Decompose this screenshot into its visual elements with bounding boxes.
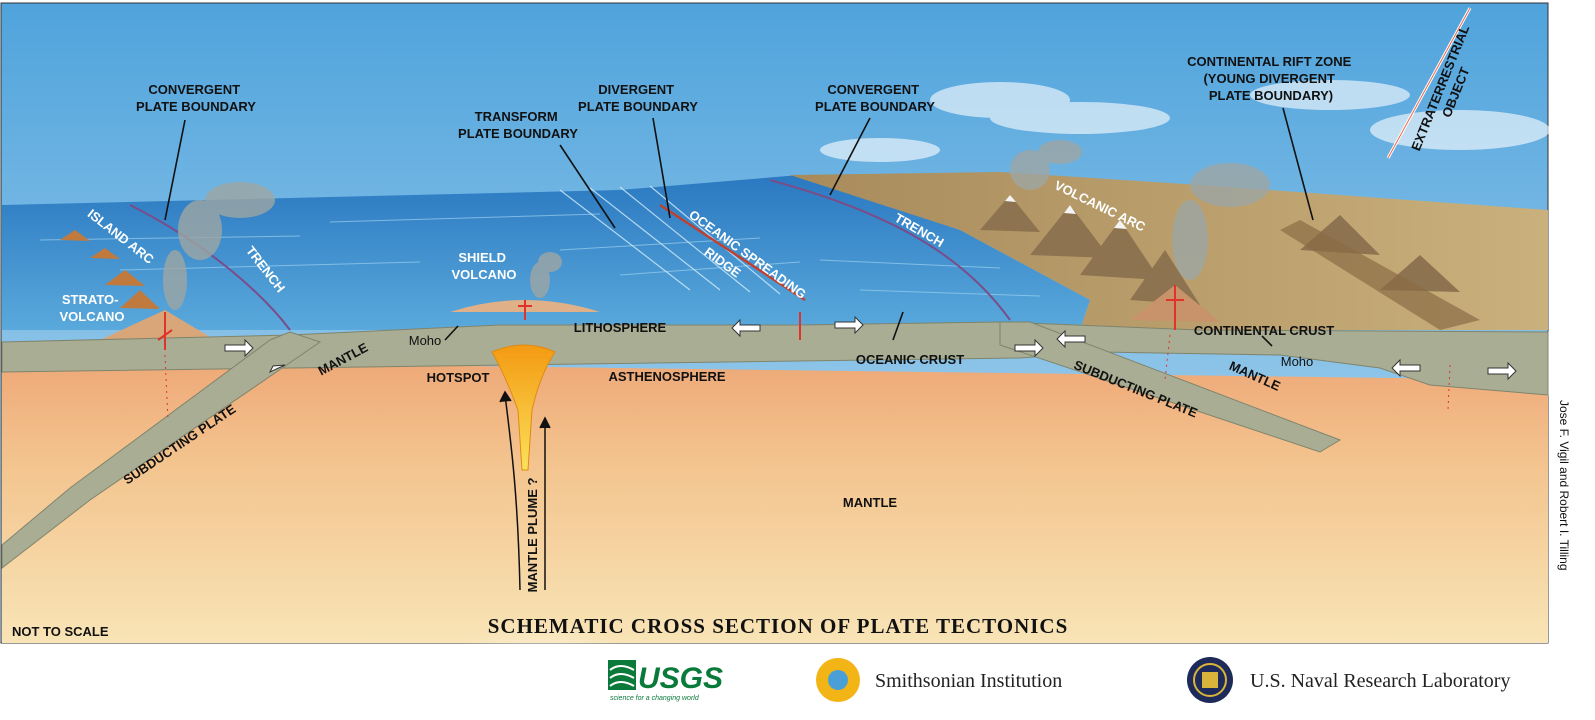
nrl-logo: U.S. Naval Research Laboratory [1187,657,1510,703]
label-convergent-right: CONVERGENT PLATE BOUNDARY [815,82,935,114]
credit-authors: Jose F. Vigil and Robert I. Tilling [1557,400,1571,571]
label-divergent: DIVERGENT PLATE BOUNDARY [578,82,698,114]
asthenosphere-mantle [2,360,1548,643]
mantle-plume [491,344,556,471]
nrl-logo-text: U.S. Naval Research Laboratory [1250,670,1510,692]
usgs-logo-tagline: science for a changing world [610,695,700,702]
ocean-surface [2,175,1090,330]
volcano-plumes [163,140,1270,310]
smithsonian-logo: Smithsonian Institution [816,658,1062,702]
rift-valley [1280,220,1480,330]
label-hotspot: HOTSPOT [427,370,490,385]
leader-lines [164,107,1314,347]
magma-feeders [157,285,1184,350]
continent-land [790,172,1548,330]
label-asthenosphere: ASTHENOSPHERE [608,369,725,384]
label-convergent-left: CONVERGENT PLATE BOUNDARY [136,82,256,114]
smithsonian-logo-text: Smithsonian Institution [875,670,1062,692]
label-not-to-scale: NOT TO SCALE [12,624,109,639]
label-lithosphere: LITHOSPHERE [574,320,667,335]
trench-left-line [129,204,291,331]
stratovolcano-cone [100,310,215,340]
plume-arrows [499,390,551,591]
usgs-logo-text: USGS [638,662,723,695]
label-mantle-plume: MANTLE PLUME ? [525,478,540,593]
diagram-title: SCHEMATIC CROSS SECTION OF PLATE TECTONI… [488,614,1069,638]
label-continental-crust: CONTINENTAL CRUST [1194,323,1334,338]
label-moho-right: Moho [1281,354,1314,369]
ridge-line [659,203,806,302]
magma-drips [164,334,1451,421]
island-arc-islands [60,230,160,309]
trench-right-line [769,179,1011,321]
subducting-plate-left [1,331,322,570]
plume-base-glow [430,530,650,720]
label-strato-volcano: STRATO- VOLCANO [60,292,125,324]
label-shield-volcano: SHIELD VOLCANO [452,250,517,282]
plate-motion-arrows [224,315,1517,381]
label-rift-zone: CONTINENTAL RIFT ZONE (YOUNG DIVERGENT P… [1187,54,1355,103]
usgs-logo: USGS science for a changing world [608,660,723,702]
label-mantle-center: MANTLE [843,495,897,510]
label-moho-left: Moho [409,333,442,348]
subducting-plate-right [999,321,1342,453]
snow-caps [1005,195,1127,229]
clouds [820,80,1550,162]
label-oceanic-crust: OCEANIC CRUST [856,352,964,367]
label-transform: TRANSFORM PLATE BOUNDARY [458,109,578,141]
extraterrestrial-streak-core [1387,7,1471,159]
